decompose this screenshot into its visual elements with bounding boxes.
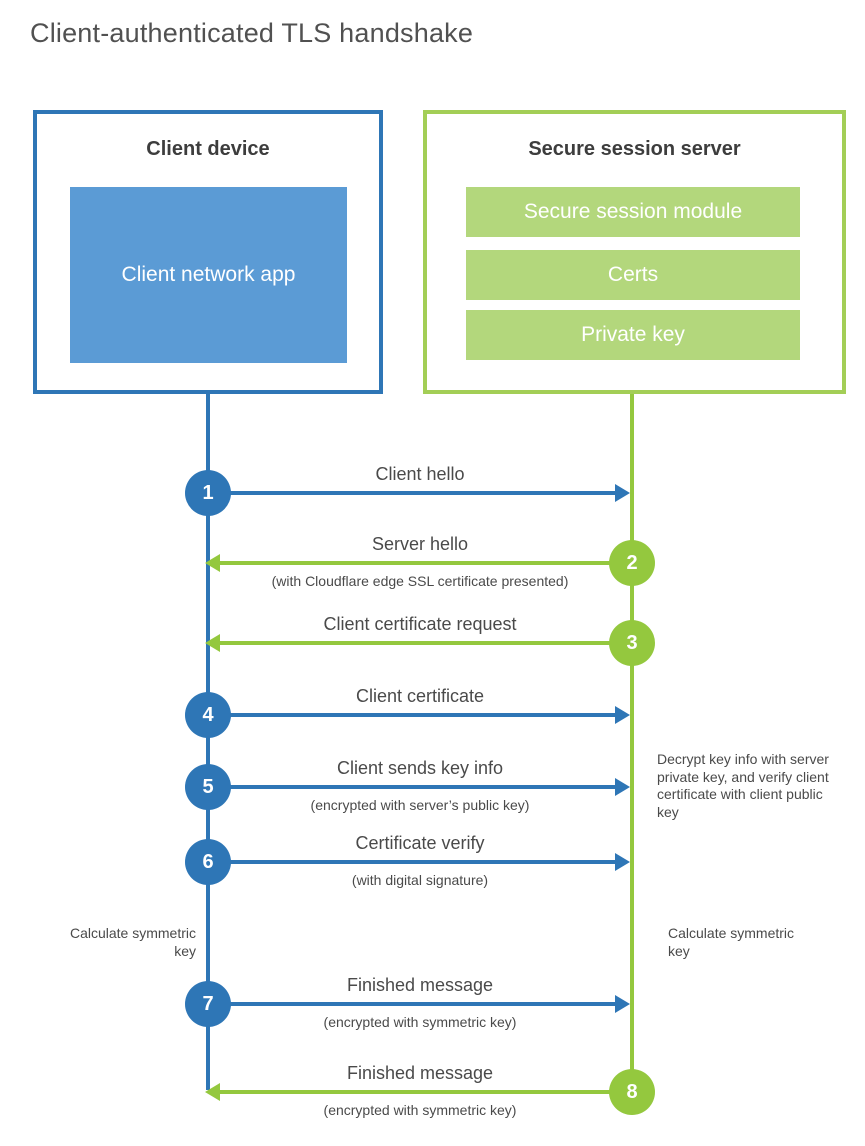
client-lifeline [206, 394, 210, 1090]
arrow-3-shaft [220, 641, 610, 645]
arrow-4-shaft [230, 713, 615, 717]
page-title: Client-authenticated TLS handshake [30, 18, 474, 48]
arrow-6-head-right-icon [615, 853, 630, 871]
step-circle-5: 5 [185, 764, 231, 810]
message-2: 2 Server hello (with Cloudflare edge SSL… [0, 534, 865, 589]
note-calculate-symmetric-key-server: Calculate symmetric key [668, 925, 795, 959]
secure-session-server-title: Secure session server [528, 138, 741, 160]
message-2-sublabel: (with Cloudflare edge SSL certificate pr… [271, 573, 569, 589]
arrow-2-shaft [220, 561, 610, 565]
arrow-3-head-left-icon [205, 634, 220, 652]
message-3-label: Client certificate request [323, 614, 517, 634]
step-circle-7: 7 [185, 981, 231, 1027]
server-module-private-key: Private key [466, 310, 800, 360]
arrow-7-shaft [230, 1002, 615, 1006]
message-5-sublabel: (encrypted with server’s public key) [310, 797, 530, 813]
message-4-label: Client certificate [355, 686, 485, 706]
message-8: 8 Finished message (encrypted with symme… [0, 1063, 865, 1118]
arrow-5-shaft [230, 785, 615, 789]
step-circle-6: 6 [185, 839, 231, 885]
server-module-certs: Certs [466, 250, 800, 300]
arrow-5-head-right-icon [615, 778, 630, 796]
message-7-label: Finished message [346, 975, 494, 995]
message-4: 4 Client certificate [0, 686, 865, 738]
server-module-secure-session: Secure session module [466, 187, 800, 237]
message-6-label: Certificate verify [355, 833, 485, 853]
secure-session-server-box: Secure session server Secure session mod… [423, 110, 846, 394]
message-6-sublabel: (with digital signature) [351, 872, 489, 888]
message-5: 5 Client sends key info (encrypted with … [0, 758, 865, 813]
arrow-4-head-right-icon [615, 706, 630, 724]
note-calculate-symmetric-key-client: Calculate symmetric key [69, 925, 196, 959]
message-7-sublabel: (encrypted with symmetric key) [323, 1014, 517, 1030]
arrow-7-head-right-icon [615, 995, 630, 1013]
step-circle-4: 4 [185, 692, 231, 738]
server-lifeline [630, 394, 634, 1093]
client-device-title: Client device [146, 138, 270, 160]
message-5-label: Client sends key info [336, 758, 504, 778]
step-circle-8: 8 [609, 1069, 655, 1115]
step-circle-1: 1 [185, 470, 231, 516]
step-circle-3: 3 [609, 620, 655, 666]
message-3: 3 Client certificate request [0, 614, 865, 666]
message-7: 7 Finished message (encrypted with symme… [0, 975, 865, 1030]
arrow-2-head-left-icon [205, 554, 220, 572]
message-6: 6 Certificate verify (with digital signa… [0, 833, 865, 888]
message-1: 1 Client hello [0, 464, 865, 516]
message-8-label: Finished message [346, 1063, 494, 1083]
arrow-6-shaft [230, 860, 615, 864]
arrow-8-head-left-icon [205, 1083, 220, 1101]
message-8-sublabel: (encrypted with symmetric key) [323, 1102, 517, 1118]
step-circle-2: 2 [609, 540, 655, 586]
arrow-1-shaft [230, 491, 615, 495]
client-device-box: Client device Client network app [33, 110, 383, 394]
arrow-8-shaft [220, 1090, 610, 1094]
message-1-label: Client hello [375, 464, 465, 484]
arrow-1-head-right-icon [615, 484, 630, 502]
note-decrypt-key-info: Decrypt key info with server private key… [657, 751, 829, 820]
client-network-app-box: Client network app [70, 187, 347, 363]
message-2-label: Server hello [371, 534, 469, 554]
